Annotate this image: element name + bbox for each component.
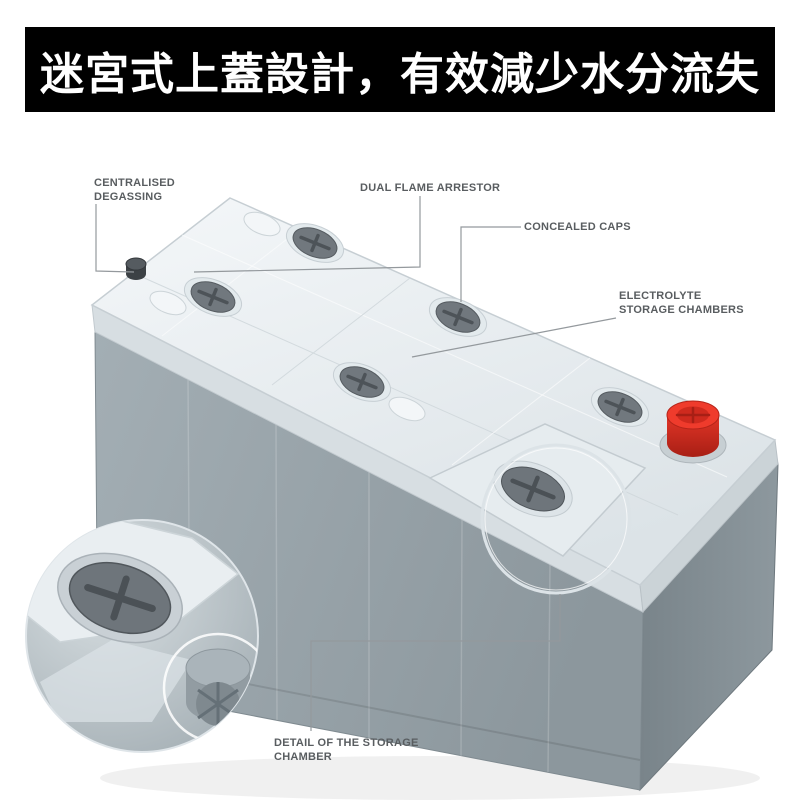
callout-line-electrolyte-chambers (411, 317, 617, 358)
storage-chamber-cap (493, 460, 573, 518)
label-electrolyte-storage-chambers: ELECTROLYTE STORAGE CHAMBERS (619, 290, 744, 317)
battery-cap (590, 387, 650, 427)
vent-recesses (149, 211, 426, 422)
label-detail-storage-chamber: DETAIL OF THE STORAGE CHAMBER (274, 737, 419, 764)
label-dual-flame-arrestor: DUAL FLAME ARRESTOR (360, 182, 501, 194)
callout-line-detail-chamber (310, 594, 561, 731)
storage-chamber-detail (25, 519, 259, 753)
magnifier-ring (480, 443, 632, 595)
detail-cap (57, 552, 183, 644)
battery-cap (428, 297, 488, 337)
title-banner: 迷宮式上蓋設計，有效減少水分流失 (25, 27, 775, 112)
callout-line-centralised-degassing (95, 204, 135, 273)
callout-lines (95, 196, 617, 731)
label-concealed-caps: CONCEALED CAPS (524, 221, 631, 233)
banner-title: 迷宮式上蓋設計，有效減少水分流失 (40, 49, 760, 99)
callout-line-dual-flame-arrestor (193, 196, 421, 273)
callout-line-concealed-caps (460, 226, 521, 302)
negative-terminal (125, 257, 147, 280)
red-terminal-cover (659, 400, 727, 464)
detail-chamber-tube (185, 648, 251, 726)
battery-lid-rim (91, 304, 779, 614)
battery-cap (332, 362, 392, 402)
label-centralised-degassing: CENTRALISED DEGASSING (94, 177, 175, 204)
battery-cap (183, 277, 243, 317)
battery-caps (183, 223, 650, 518)
battery-cap (285, 223, 345, 263)
